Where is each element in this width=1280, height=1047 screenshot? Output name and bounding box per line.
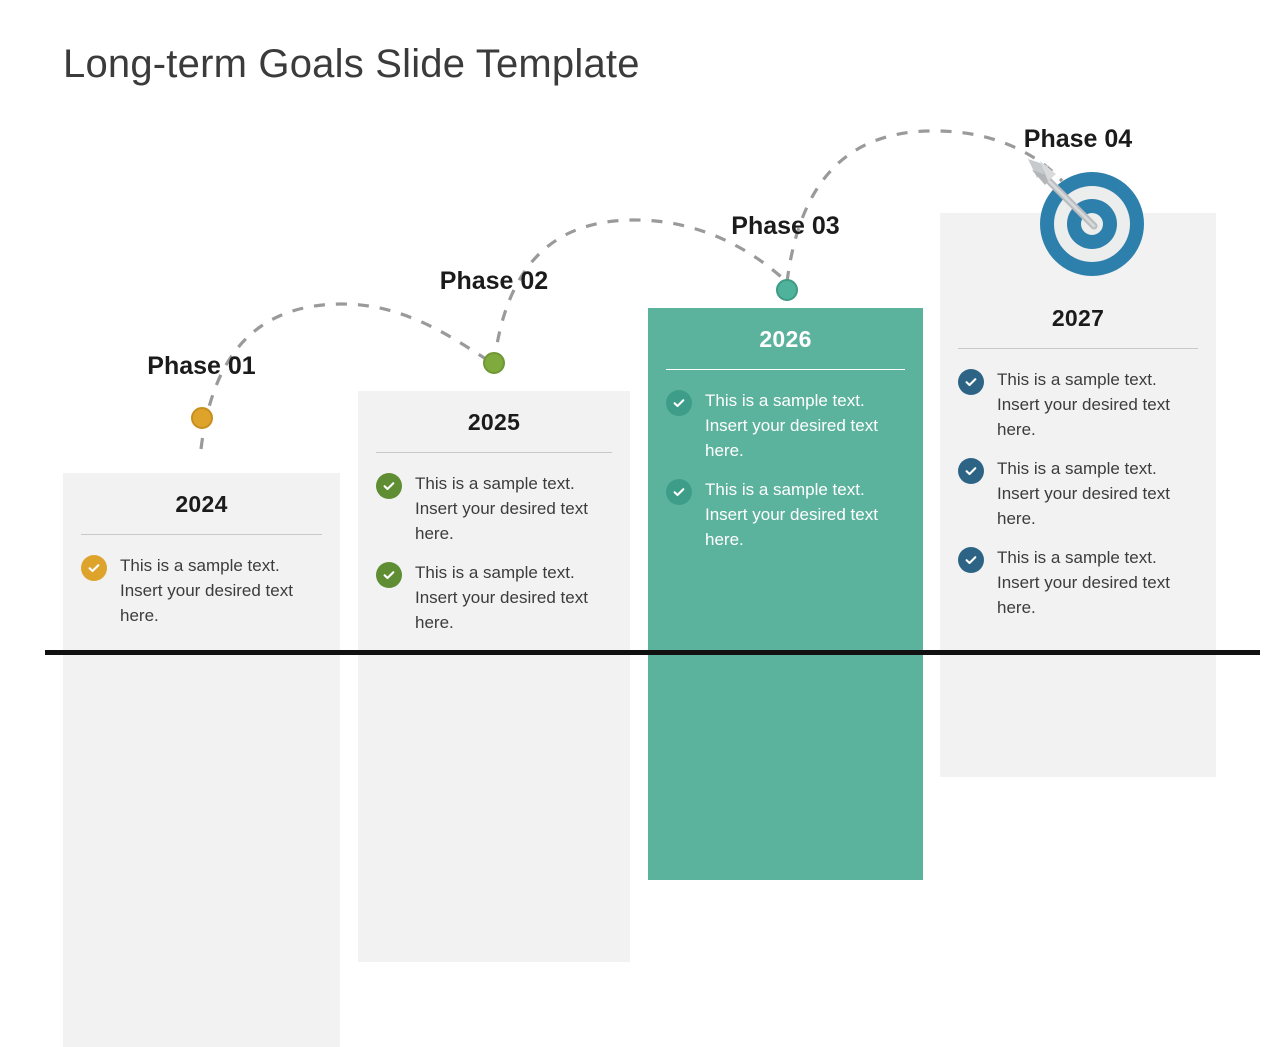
bullet-list-3: This is a sample text. Insert your desir… xyxy=(648,388,923,552)
bullet-text: This is a sample text. Insert your desir… xyxy=(705,391,878,460)
bullet-text: This is a sample text. Insert your desir… xyxy=(415,563,588,632)
card-divider-3 xyxy=(666,369,905,370)
phase-year-3: 2026 xyxy=(759,326,812,352)
bullet-list-2: This is a sample text. Insert your desir… xyxy=(358,471,630,635)
list-item[interactable]: This is a sample text. Insert your desir… xyxy=(648,477,923,552)
list-item[interactable]: This is a sample text. Insert your desir… xyxy=(940,545,1216,620)
phase-year-2: 2025 xyxy=(467,409,521,435)
page-title: Long-term Goals Slide Template xyxy=(63,42,640,86)
list-item[interactable]: This is a sample text. Insert your desir… xyxy=(648,388,923,463)
bullet-text: This is a sample text. Insert your desir… xyxy=(997,459,1170,528)
bullet-list-4: This is a sample text. Insert your desir… xyxy=(940,367,1216,620)
check-icon xyxy=(376,473,402,499)
check-icon xyxy=(666,390,692,416)
list-item[interactable]: This is a sample text. Insert your desir… xyxy=(63,553,340,628)
phase-year-4: 2027 xyxy=(1051,305,1105,331)
bullet-text: This is a sample text. Insert your desir… xyxy=(705,480,878,549)
check-icon xyxy=(81,555,107,581)
bullet-text: This is a sample text. Insert your desir… xyxy=(415,474,588,543)
card-divider-4 xyxy=(958,348,1198,349)
baseline-bar xyxy=(45,650,1260,655)
list-item[interactable]: This is a sample text. Insert your desir… xyxy=(358,560,630,635)
phase-label-3: Phase 03 xyxy=(731,212,840,240)
bullet-text: This is a sample text. Insert your desir… xyxy=(997,370,1170,439)
phase-dot-1 xyxy=(191,407,213,429)
phase-card-4[interactable]: 2027 This is a sample text. Insert your … xyxy=(940,213,1216,777)
phase-dot-2 xyxy=(483,352,505,374)
phase-year-1: 2024 xyxy=(175,491,228,517)
phase-card-3[interactable]: 2026 This is a sample text. Insert your … xyxy=(648,308,923,880)
check-icon xyxy=(376,562,402,588)
phase-label-1: Phase 01 xyxy=(147,352,256,380)
target-bullseye-icon xyxy=(1028,159,1144,276)
check-icon xyxy=(958,369,984,395)
check-icon xyxy=(666,479,692,505)
list-item[interactable]: This is a sample text. Insert your desir… xyxy=(940,456,1216,531)
bullet-text: This is a sample text. Insert your desir… xyxy=(120,556,293,625)
phase-label-2: Phase 02 xyxy=(439,267,549,295)
phase-card-1[interactable]: 2024 This is a sample text. Insert your … xyxy=(63,473,340,1047)
list-item[interactable]: This is a sample text. Insert your desir… xyxy=(940,367,1216,442)
card-divider-2 xyxy=(376,452,612,453)
list-item[interactable]: This is a sample text. Insert your desir… xyxy=(358,471,630,546)
bullet-text: This is a sample text. Insert your desir… xyxy=(997,548,1170,617)
phase-dot-3 xyxy=(776,279,798,301)
card-divider-1 xyxy=(81,534,322,535)
bullet-list-1: This is a sample text. Insert your desir… xyxy=(63,553,340,628)
check-icon xyxy=(958,547,984,573)
phase-card-2[interactable]: 2025 This is a sample text. Insert your … xyxy=(358,391,630,962)
check-icon xyxy=(958,458,984,484)
